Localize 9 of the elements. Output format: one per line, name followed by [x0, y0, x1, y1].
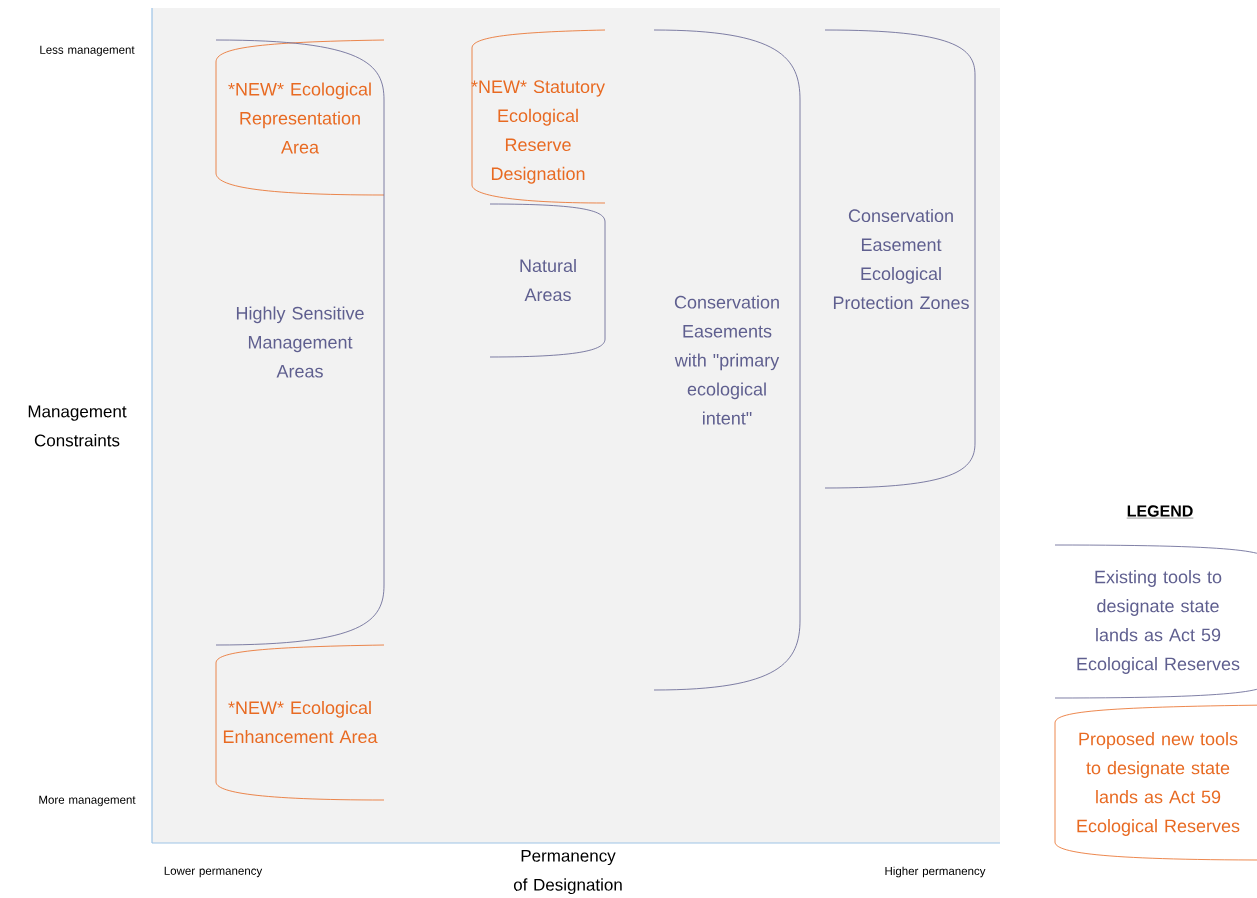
axis-end-label: Lower permanency: [164, 866, 263, 878]
axis-end-label: Less management: [40, 45, 135, 57]
legend-entry: Proposed new tools to designate state lands as Act 59 Ecological Reserves: [1054, 704, 1257, 861]
axis-title: Management Constraints: [28, 405, 127, 447]
legend-entry: Existing tools to designate state lands as Act 59 Ecological Reserves: [1054, 544, 1257, 699]
axis-end-label: Higher permanency: [885, 866, 986, 878]
axis-title: Permanency of Designation: [513, 849, 622, 895]
axis-end-label: More management: [39, 795, 136, 807]
legend-heading: LEGEND: [1126, 505, 1194, 519]
